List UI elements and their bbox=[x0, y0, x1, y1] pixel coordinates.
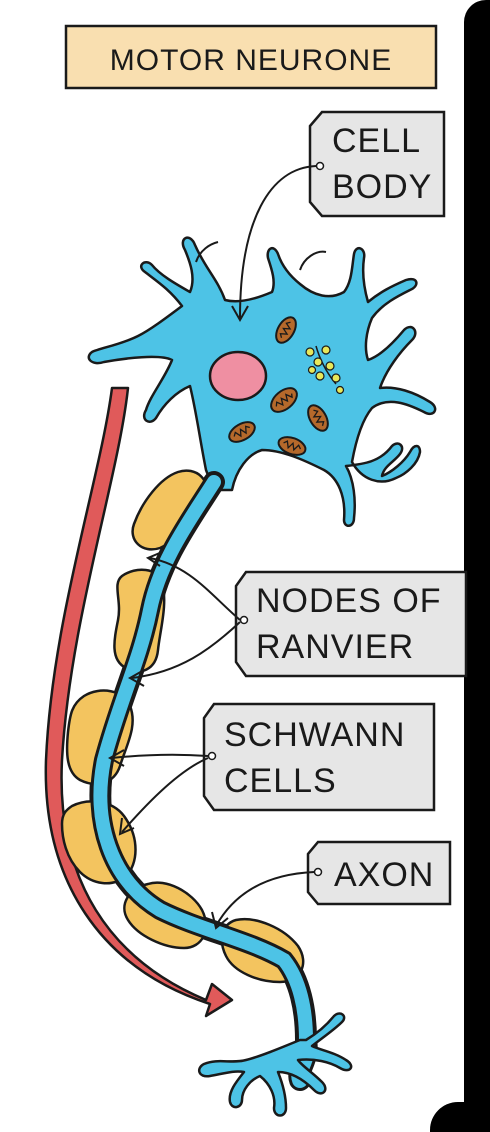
axon-label: AXON bbox=[211, 840, 452, 930]
nucleus bbox=[208, 350, 268, 402]
mitochondria bbox=[228, 316, 329, 456]
axon-label-text: AXON bbox=[334, 856, 434, 894]
cell-body-label-line1: CELL bbox=[332, 122, 421, 160]
vesicles bbox=[305, 345, 345, 395]
nodes-label-line1: NODES OF bbox=[256, 582, 442, 620]
cell-body-label: CELL BODY bbox=[231, 110, 446, 323]
axon-terminals bbox=[197, 1012, 353, 1117]
nodes-label-line2: RANVIER bbox=[256, 628, 414, 666]
window-corner bbox=[464, 0, 490, 1132]
cell-body-label-line2: BODY bbox=[332, 168, 432, 206]
title-text: MOTOR NEURONE bbox=[110, 44, 392, 77]
axon-inner bbox=[93, 475, 313, 1047]
nodes-of-ranvier-label: NODES OF RANVIER bbox=[127, 551, 468, 687]
schwann-label-line2: CELLS bbox=[224, 762, 337, 800]
red-curved-arrow-icon bbox=[44, 386, 234, 1018]
title-box: MOTOR NEURONE bbox=[64, 24, 438, 90]
schwann-label-line1: SCHWANN bbox=[224, 716, 405, 754]
window-corner-bottom bbox=[430, 1102, 490, 1132]
schwann-cells-label: SCHWANN CELLS bbox=[107, 702, 436, 836]
